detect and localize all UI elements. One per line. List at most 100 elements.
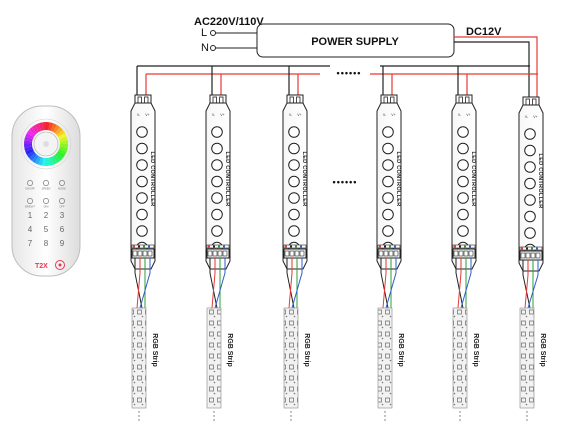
color-wheel-segment [56,151,66,159]
controller-label: LED CONTROLLER [224,152,230,207]
rgb-strip-3: RGB Strip [283,307,310,421]
remote-number-key[interactable]: 3 [60,211,65,220]
color-wheel-segment [50,156,57,165]
controller-led-button [211,159,223,171]
remote-number-key[interactable]: 7 [28,239,33,248]
remote-number-key[interactable]: 6 [60,225,65,234]
strip-wire [522,260,531,309]
rgb-strip-6: RGB Strip [519,307,546,421]
strip-continue-dot [213,411,215,413]
controller-label: LED CONTROLLER [470,152,476,207]
color-wheel-segment [42,122,46,131]
color-wheel-segment [58,148,67,155]
output-terminal [222,250,228,257]
mode-icon [59,180,65,186]
color-wheel-segment [24,140,33,144]
output-pin-dot [213,245,215,248]
output-pin-dot [394,245,396,248]
remote-key-caption: BRIGHT [25,205,35,209]
remote-number-key[interactable]: 5 [44,225,49,234]
controller-led-button [136,192,148,204]
output-pin-dot [536,247,538,250]
remote-key-caption: MODE [58,187,66,191]
color-wheel [24,122,68,166]
color-wheel-segment [54,152,63,161]
controller-led-button [136,175,148,188]
output-pin-dot [295,245,297,248]
strip-body [283,307,299,409]
output-pin-dot [459,245,461,248]
output-pin-dot [148,245,150,248]
strip-continue-dot [459,415,461,417]
controller-label: LED CONTROLLER [149,152,155,207]
strip-wire [291,258,303,309]
plug-pin [532,98,537,106]
speed-icon [43,180,49,186]
color-wheel-segment [35,123,42,132]
color-wheel-segment [46,157,50,166]
remote-number-key[interactable]: 9 [60,239,65,248]
output-pin-dot [290,245,292,248]
output-terminal [383,250,389,257]
color-wheel-segment [53,124,61,134]
color-wheel-segment [25,148,34,155]
strip-continue-dot [384,411,386,413]
controller-led-button [211,208,223,221]
output-terminal [132,250,138,257]
output-terminal [212,250,218,257]
dc-output-black-lead [454,41,530,85]
controller-led-button [457,142,469,155]
terminal-n-label: N [201,42,209,54]
strip-wire [134,258,143,309]
output-terminal [137,250,143,257]
color-wheel-segment [29,152,38,161]
power-supply-label: POWER SUPPLY [311,36,399,48]
plug-pin [458,96,463,104]
remote-number-key[interactable]: 2 [44,211,49,220]
controller-led-button [136,126,148,138]
output-pin-dot [464,245,466,248]
color-wheel-segment [53,154,61,164]
color-wheel-segment [24,144,33,148]
controller-led-button [524,177,536,190]
output-pin-dot [521,247,523,250]
power-mark-positive: V+ [145,113,149,117]
strip-body [519,307,535,409]
strip-label: RGB Strip [539,333,546,366]
strip-wire [460,258,472,309]
plug-pin [219,96,224,104]
strip-wire [527,260,539,309]
remote-number-key[interactable]: 4 [28,225,33,234]
strip-body [452,307,468,409]
strip-continue-dot [290,411,292,413]
color-wheel-segment [38,157,44,166]
output-terminal [458,250,464,257]
controller-led-button [524,128,536,140]
color-wheel-icon [20,118,72,170]
output-pin-dot [138,245,140,248]
remote-number-key[interactable]: 1 [28,211,33,220]
strip-continue-dot [213,415,215,417]
color-wheel-segment [46,122,50,131]
color-wheel-segment [42,157,46,166]
controller-led-button [382,159,394,171]
output-terminal [393,250,399,257]
power-mark-positive: V+ [466,113,470,117]
color-wheel-segment [35,156,42,165]
color-wheel-segment [29,127,38,136]
remote-number-key[interactable]: 8 [44,239,49,248]
strip-continue-dot [526,411,528,413]
controller-led-button [136,208,148,221]
output-terminal [535,252,541,259]
output-terminal [284,250,290,257]
controller-led-button [382,142,394,155]
strip-body [131,307,147,409]
power-mark-positive: V+ [297,113,301,117]
controller-led-button [457,159,469,171]
strip-continue-dot [459,411,461,413]
strip-label: RGB Strip [151,333,158,366]
